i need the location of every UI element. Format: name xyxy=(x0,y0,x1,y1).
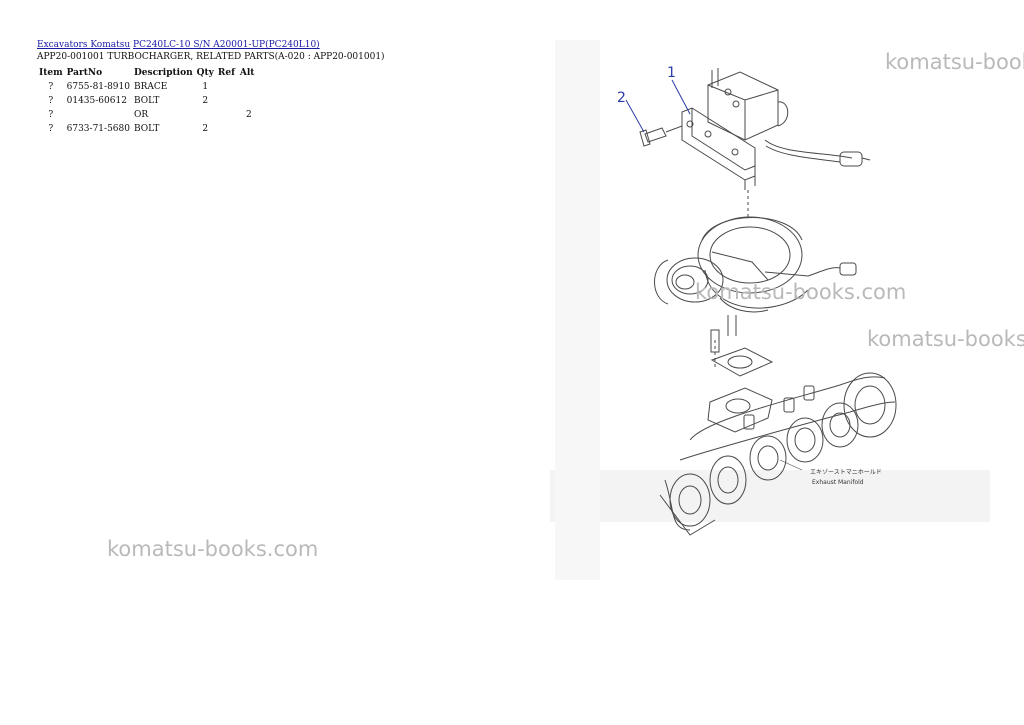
col-header-item: Item xyxy=(39,68,63,78)
stud xyxy=(710,329,720,353)
breadcrumb-link-model[interactable]: PC240LC-10 S/N A20001-UP(PC240L10) xyxy=(133,40,320,50)
cell-ref xyxy=(216,108,238,122)
cell-ref xyxy=(216,122,238,136)
page-subtitle: APP20-001001 TURBOCHARGER, RELATED PARTS… xyxy=(37,52,385,62)
cell-qty xyxy=(195,108,216,122)
cell-partno xyxy=(65,108,132,122)
cell-ref xyxy=(216,94,238,108)
breadcrumb: Excavators Komatsu PC240LC-10 S/N A20001… xyxy=(37,40,320,51)
bolt-part xyxy=(639,125,683,147)
turbocharger xyxy=(654,216,857,336)
watermark: komatsu-books.com xyxy=(695,280,907,304)
cell-item: ? xyxy=(48,110,54,120)
callout-1: 1 xyxy=(667,65,676,81)
drawing-caption-en: Exhaust Manifold xyxy=(812,479,864,486)
drawing-caption-jp: エキゾーストマニホールド xyxy=(810,469,882,476)
col-header-alt: Alt xyxy=(239,68,255,78)
col-header-description: Description xyxy=(133,68,193,78)
exhaust-manifold xyxy=(659,372,897,536)
cell-alt xyxy=(238,80,260,94)
cell-qty: 2 xyxy=(202,96,209,106)
cell-item: ? xyxy=(48,124,54,134)
cell-item: ? xyxy=(48,96,54,106)
watermark: komatsu-books.com xyxy=(107,537,319,561)
cell-description: BOLT xyxy=(133,96,160,106)
breadcrumb-link-excavators[interactable]: Excavators Komatsu xyxy=(37,40,131,50)
col-header-ref: Ref xyxy=(217,68,235,78)
cell-qty: 2 xyxy=(202,124,209,134)
table-row: ? 6755-81-8910 BRACE 1 xyxy=(37,80,260,94)
table-row: ? 6733-71-5680 BOLT 2 xyxy=(37,122,260,136)
table-header-row: Item PartNo Description Qty Ref Alt xyxy=(37,66,260,80)
cell-alt xyxy=(238,94,260,108)
parts-diagram: 1 2 xyxy=(550,40,990,580)
cell-alt: 2 xyxy=(245,110,252,120)
gasket xyxy=(710,347,774,377)
cell-qty: 1 xyxy=(202,82,209,92)
brace-bracket xyxy=(681,107,756,190)
cell-alt xyxy=(238,122,260,136)
col-header-qty: Qty xyxy=(196,68,214,78)
cell-description: BOLT xyxy=(133,124,160,134)
cell-partno: 6733-71-5680 xyxy=(66,124,130,134)
parts-table: Item PartNo Description Qty Ref Alt ? 67… xyxy=(37,66,260,136)
valve-block xyxy=(707,68,871,167)
cell-partno: 01435-60612 xyxy=(66,96,127,106)
callout-2: 2 xyxy=(617,90,626,106)
col-header-partno: PartNo xyxy=(66,68,103,78)
cell-item: ? xyxy=(48,82,54,92)
table-row: ? 01435-60612 BOLT 2 xyxy=(37,94,260,108)
watermark: komatsu-books.com xyxy=(885,50,1024,74)
cell-description: BRACE xyxy=(133,82,168,92)
cell-description: OR xyxy=(133,110,149,120)
table-row: ? OR 2 xyxy=(37,108,260,122)
watermark: komatsu-books.com xyxy=(867,327,1024,351)
cell-ref xyxy=(216,80,238,94)
cell-partno: 6755-81-8910 xyxy=(66,82,130,92)
